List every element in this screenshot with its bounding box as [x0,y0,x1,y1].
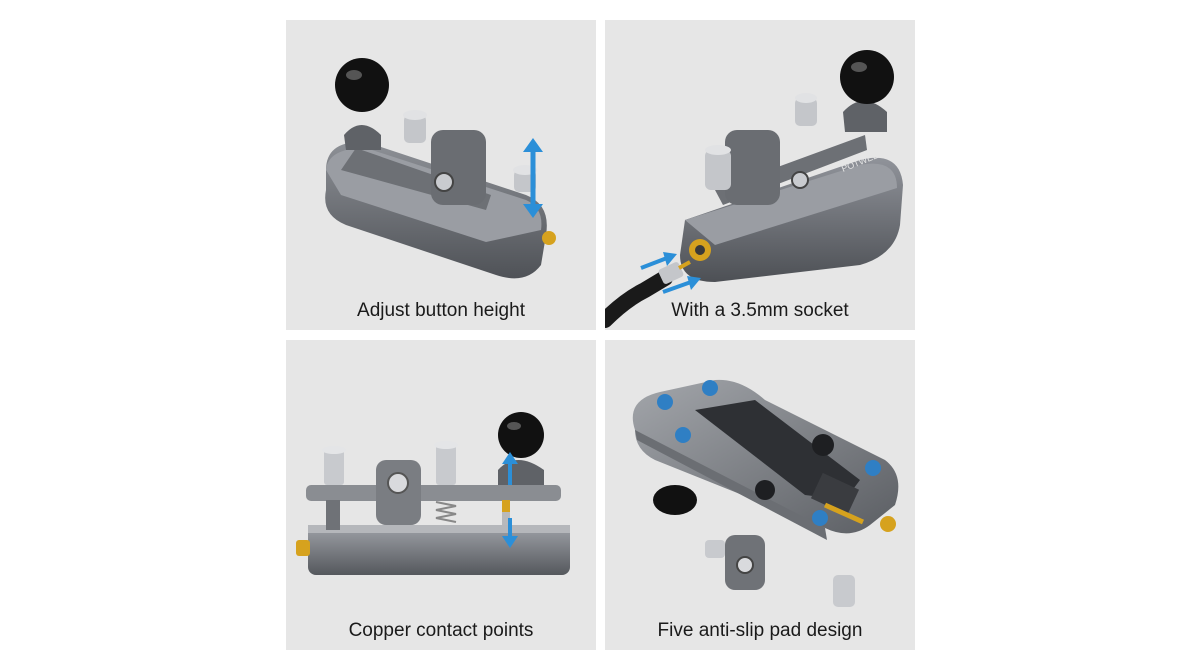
panel-caption: With a 3.5mm socket [671,300,849,321]
product-photo-anti-slip: Five anti-slip pad design [605,340,915,650]
panel-caption: Adjust button height [357,300,525,321]
product-photo-contacts: Copper contact points [286,340,596,650]
product-photo-adjust-height: Adjust button height [286,20,596,330]
black-knob [840,50,894,104]
contact-arrow-icon [502,452,518,548]
height-arrow-icon [523,138,543,218]
insert-arrow-icon [640,252,701,294]
black-knob [498,412,544,458]
telegraph-key-underside-illustration [632,379,899,607]
telegraph-key-illustration [296,412,570,575]
copper-contact [502,500,510,512]
panel-caption: Copper contact points [348,620,534,641]
black-knob [335,58,389,112]
product-photo-socket: POTWEEG With a 3.5mm socket [605,20,915,330]
panel-caption: Five anti-slip pad design [657,620,863,641]
anti-slip-pad-icons [657,380,881,526]
telegraph-key-illustration [325,58,556,279]
telegraph-key-illustration: POTWEEG [605,50,903,328]
